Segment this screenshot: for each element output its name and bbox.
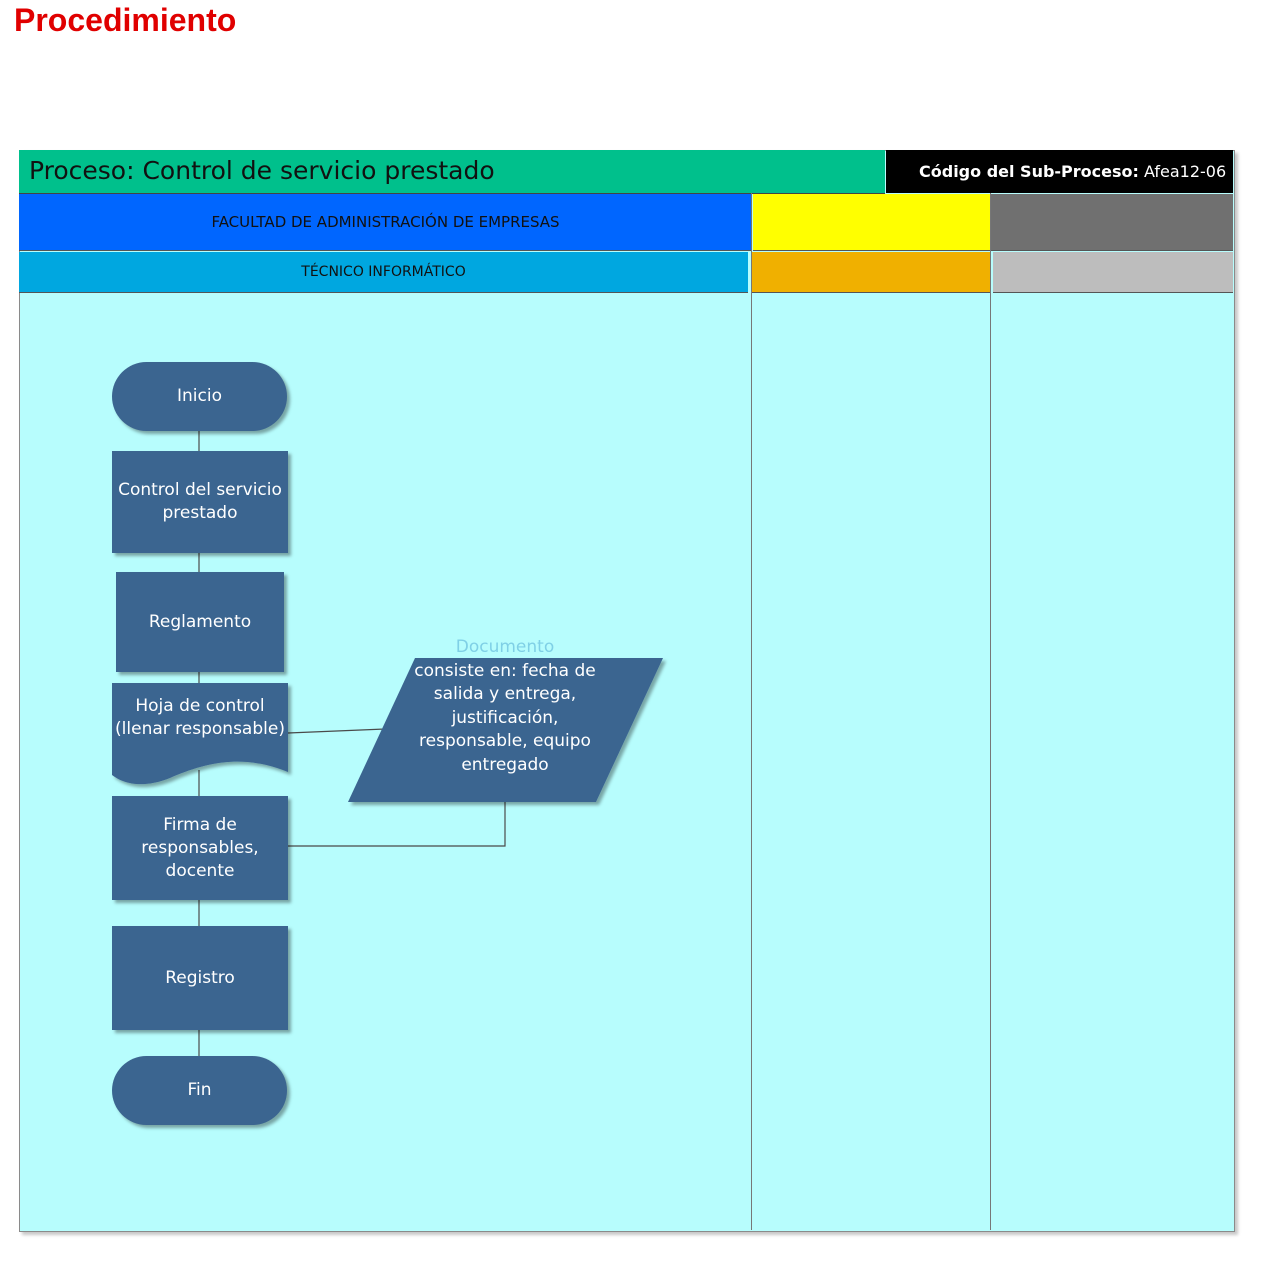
start-terminal: Inicio — [112, 362, 287, 431]
lane-header-3 — [991, 194, 1233, 251]
lane-header-facultad: FACULTAD DE ADMINISTRACIÓN DE EMPRESAS — [19, 194, 752, 251]
sublane-header-3 — [993, 252, 1233, 293]
process-firma-responsables: Firma de responsables, docente — [112, 796, 288, 900]
sublane-header-tecnico: TÉCNICO INFORMÁTICO — [19, 252, 748, 293]
subprocess-code-value: Afea12-06 — [1144, 162, 1227, 181]
process-reglamento-label: Reglamento — [148, 611, 252, 632]
start-label: Inicio — [177, 386, 222, 406]
process-title: Proceso: Control de servicio prestado — [29, 156, 495, 185]
process-control-servicio-label: Control del servicio prestado — [118, 480, 282, 523]
process-reglamento: Reglamento — [116, 572, 284, 672]
process-firma-label: Firma de responsables, docente — [141, 814, 259, 881]
data-documento-shape — [348, 658, 663, 802]
data-documento-text: Documento consiste en: fecha de salida y… — [410, 636, 600, 777]
end-label: Fin — [187, 1080, 212, 1100]
document-hoja-control-shape — [112, 683, 288, 785]
data-documento-title: Documento — [455, 637, 555, 657]
document-hoja-control-label: Hoja de control (llenar responsable) — [115, 696, 285, 739]
page-title: Procedimiento — [14, 2, 237, 38]
sublane-header-2 — [752, 252, 990, 293]
lane-divider-1 — [751, 193, 752, 1230]
data-documento-body: consiste en: fecha de salida y entrega, … — [414, 660, 596, 775]
subprocess-code-label: Código del Sub-Proceso: — [919, 162, 1139, 181]
lane-header-2 — [753, 194, 990, 251]
lane-divider-2 — [990, 193, 991, 1230]
sublane-title-tecnico: TÉCNICO INFORMÁTICO — [301, 264, 466, 280]
end-terminal: Fin — [112, 1056, 287, 1125]
lane-title-facultad: FACULTAD DE ADMINISTRACIÓN DE EMPRESAS — [211, 213, 560, 231]
subprocess-code-header: Código del Sub-Proceso: Afea12-06 — [886, 150, 1233, 193]
process-registro: Registro — [112, 926, 288, 1030]
process-header: Proceso: Control de servicio prestado — [19, 150, 885, 194]
process-control-servicio: Control del servicio prestado — [112, 451, 288, 553]
process-registro-label: Registro — [165, 967, 235, 988]
